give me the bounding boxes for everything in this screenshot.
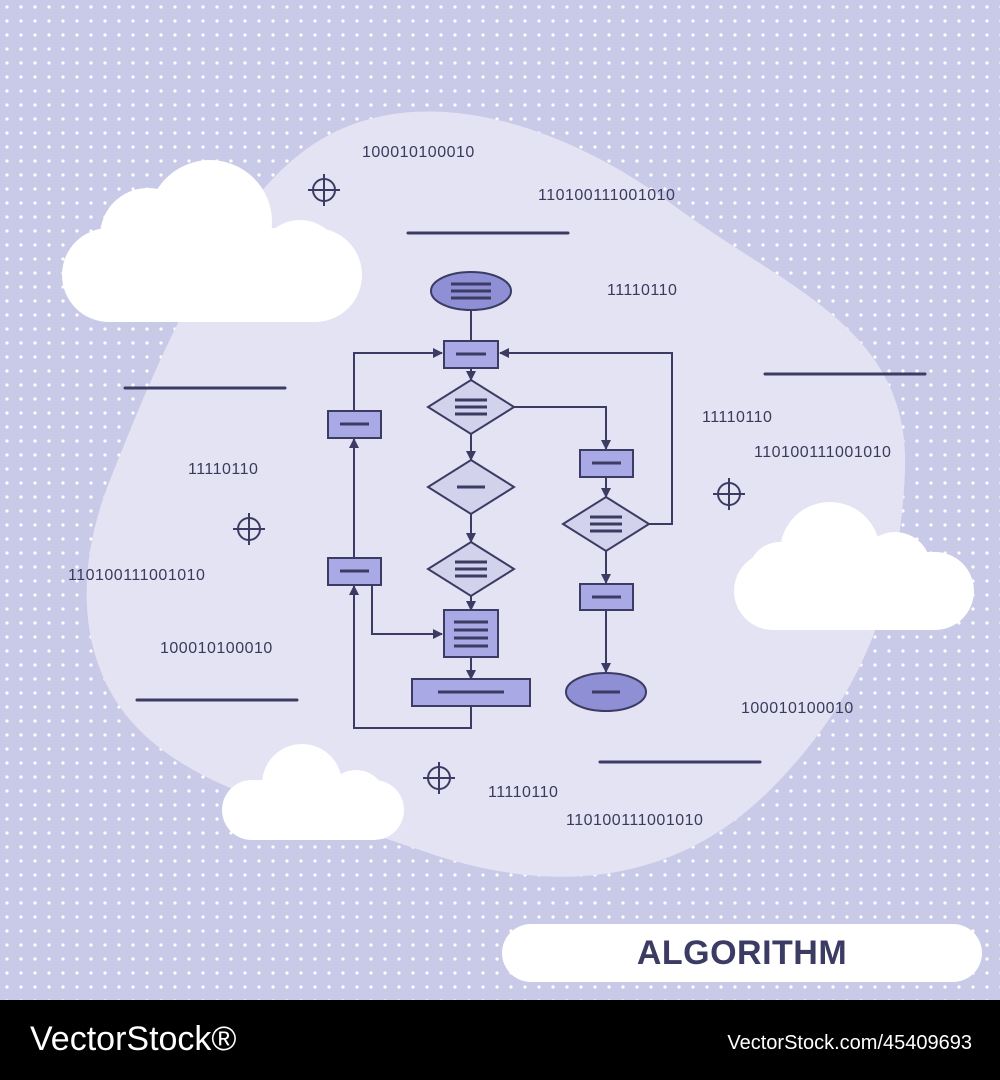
decorative-lines [123, 231, 927, 764]
flowchart-start-terminal [430, 271, 512, 311]
flowchart-connectors [349, 310, 673, 729]
binary-label: 100010100010 [741, 700, 854, 717]
flowchart-decision-diamond [426, 458, 516, 516]
diagram-canvas: 100010100010 110100111001010 11110110 11… [0, 0, 1000, 1000]
flowchart-document-box [443, 609, 499, 658]
cloud-top-left [62, 160, 362, 322]
binary-label: 11110110 [607, 282, 677, 299]
flowchart-decision-diamond [426, 378, 516, 436]
crosshair-icon [308, 174, 340, 206]
flowchart-end-terminal [565, 672, 647, 712]
binary-label: 100010100010 [362, 144, 475, 161]
binary-label: 100010100010 [160, 640, 273, 657]
cloud-right [734, 502, 974, 630]
flowchart-process-box [579, 449, 634, 478]
watermark-footer: VectorStock® VectorStock.com/45409693 [0, 1000, 1000, 1080]
vectorstock-logo: VectorStock® [30, 1020, 237, 1058]
image-id-label: VectorStock.com/45409693 [727, 1032, 972, 1054]
crosshair-icon [713, 478, 745, 510]
page-title: ALGORITHM [636, 933, 848, 972]
binary-label: 110100111001010 [754, 444, 891, 461]
flowchart-process-box [579, 583, 634, 611]
flowchart-decision-diamond [561, 495, 651, 553]
binary-label: 110100111001010 [538, 187, 675, 204]
binary-label: 11110110 [188, 461, 258, 478]
flowchart-decision-diamond [426, 540, 516, 598]
flowchart-process-box [443, 340, 499, 369]
binary-label: 11110110 [488, 784, 558, 801]
flowchart-process-box [327, 410, 382, 439]
flowchart-process-box [327, 557, 382, 586]
binary-label: 110100111001010 [68, 567, 205, 584]
title-banner: ALGORITHM [502, 924, 982, 982]
binary-label: 110100111001010 [566, 812, 703, 829]
cloud-bottom [222, 744, 404, 840]
binary-label: 11110110 [702, 409, 772, 426]
crosshair-icon [423, 762, 455, 794]
crosshair-icon [233, 513, 265, 545]
flowchart-wide-process-box [411, 678, 531, 707]
